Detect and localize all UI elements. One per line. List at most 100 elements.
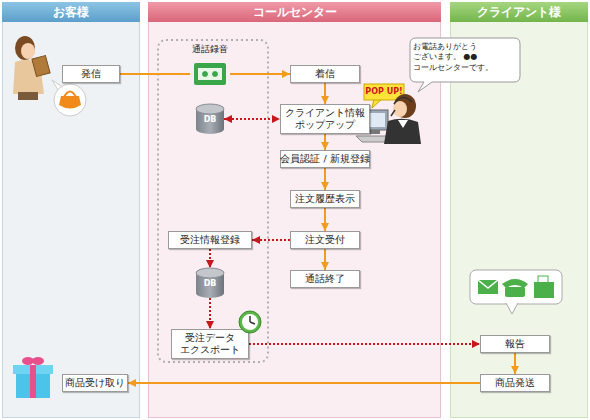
icon-panel-tail (506, 303, 518, 314)
tail-cover (507, 301, 517, 304)
process-label: 会員認証 / 新規登録 (280, 153, 369, 164)
process-box: 受注情報登録 (168, 231, 252, 249)
gift-lid (13, 365, 53, 374)
customer-figure (13, 36, 50, 100)
process-box: 発信 (62, 65, 120, 83)
process-box: クライアント情報 ポップアップ (280, 104, 370, 134)
bow (22, 357, 34, 365)
lane-header: クライアント様 (450, 2, 588, 22)
lane-header: お客様 (2, 2, 140, 22)
suit (384, 119, 421, 144)
tape-reel (212, 71, 219, 78)
swimlane: お客様発信商品受け取り (2, 2, 140, 418)
database-cylinder: DB (196, 104, 224, 134)
process-label: 商品発送 (495, 377, 535, 389)
flow-arrow (324, 208, 326, 231)
lane-header: コールセンター (148, 2, 441, 22)
flow-arrow (120, 73, 190, 75)
book (32, 55, 50, 76)
process-box: 通話終了 (290, 270, 360, 288)
envelope-icon (478, 280, 498, 294)
process-box: 商品受け取り (62, 374, 128, 392)
process-label: 着信 (315, 68, 335, 80)
operator (356, 84, 421, 144)
clock-face (242, 314, 258, 330)
speech-text: お電話ありがとう ございます。 ●●コールセンターです。 (413, 42, 517, 73)
process-label: 通話終了 (305, 273, 345, 285)
flow-arrow (324, 83, 326, 104)
bag-handle (64, 92, 76, 98)
screen (365, 113, 385, 127)
recorder-icon: 通話録音 (190, 44, 230, 88)
tape-body (194, 63, 226, 85)
process-box: 会員認証 / 新規登録 (280, 150, 370, 168)
face (21, 43, 35, 59)
process-label: 受注情報登録 (180, 234, 240, 246)
hair (15, 36, 35, 60)
fax-icon (534, 282, 554, 298)
process-label: 商品受け取り (65, 377, 125, 389)
icon-caption: 通話録音 (180, 44, 240, 55)
flow-arrow (230, 73, 290, 75)
headset (391, 97, 412, 116)
data-link (252, 239, 290, 241)
monitor-stand (370, 130, 380, 134)
process-box: 受注データ エクスポート (171, 329, 249, 359)
sign-text: POP UP! (364, 87, 404, 96)
process-box: 報告 (480, 335, 550, 353)
bubble-tail (52, 80, 64, 90)
process-label: 発信 (81, 68, 101, 80)
process-label: 注文履歴表示 (295, 193, 355, 205)
face (393, 101, 407, 117)
process-box: 注文履歴表示 (290, 190, 360, 208)
bag-bubble (52, 80, 86, 116)
database-label: DB (196, 279, 224, 289)
process-label: 注文受付 (305, 234, 345, 246)
ribbon (30, 365, 36, 398)
legs (18, 92, 38, 100)
body (13, 60, 44, 94)
cylinder-body (196, 268, 224, 298)
bubble (54, 84, 86, 116)
flow-arrow (324, 168, 326, 190)
bow (32, 357, 44, 365)
flow-arrow (514, 353, 516, 374)
process-box: 着信 (290, 65, 360, 83)
swimlane: コールセンター通話録音 DB 着信クライアント情報 ポップアップ会員認証 / 新規登… (148, 2, 441, 418)
database-label: DB (196, 115, 224, 125)
clock-rim (239, 311, 261, 333)
lane-title: お客様 (53, 5, 89, 19)
collar (398, 120, 408, 128)
speech-bubble: お電話ありがとう ございます。 ●●コールセンターです。 (410, 38, 520, 82)
process-label: 受注データ エクスポート (174, 332, 246, 356)
flow-arrow (324, 134, 326, 150)
process-label: 報告 (505, 338, 525, 350)
contact-icons (470, 270, 562, 314)
data-link (224, 118, 280, 120)
gift-body (16, 372, 50, 398)
process-label: クライアント情報 ポップアップ (283, 107, 367, 131)
data-link (249, 343, 480, 345)
monitor (362, 110, 388, 130)
process-box: 注文受付 (290, 231, 360, 249)
tape-icon (194, 63, 226, 85)
tape-window (198, 68, 222, 80)
flow-arrow (324, 249, 326, 270)
process-box: 商品発送 (480, 374, 550, 392)
database-cylinder: DB (196, 268, 224, 298)
group-outline (158, 40, 268, 362)
hair (394, 94, 416, 118)
lane-title: クライアント様 (477, 5, 561, 19)
flow-arrow (128, 382, 480, 384)
data-link (209, 249, 211, 268)
cylinder-top (196, 268, 224, 278)
fax-paper (538, 276, 548, 284)
tape-reel (202, 71, 209, 78)
cylinder-body (196, 104, 224, 134)
phone-handset (502, 279, 528, 288)
cylinder-top (196, 104, 224, 114)
popup-sign (364, 84, 404, 100)
envelope-flap (478, 280, 498, 288)
popup-sign-tail (372, 99, 382, 108)
